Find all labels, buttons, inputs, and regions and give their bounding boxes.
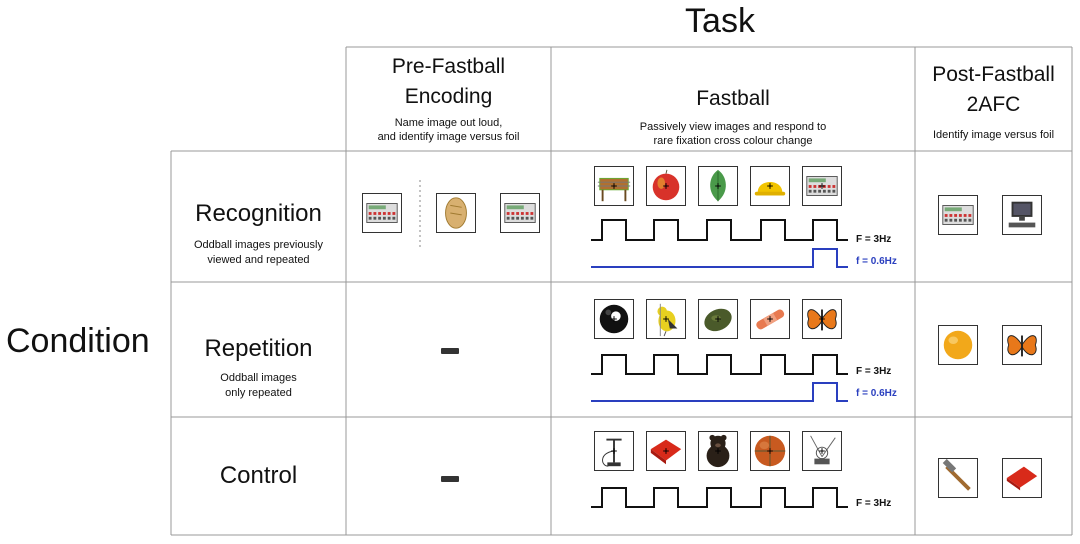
calculator-icon [500,193,540,233]
repetition-title: Repetition [204,335,313,362]
billiard-ball-icon [594,299,634,339]
melon-icon [938,325,978,365]
pre-fastball-desc-line1: Name image out loud, [394,117,503,129]
empty-cell-dash [441,348,459,354]
oddball-square-wave [591,248,848,268]
red-folder-icon [1002,458,1042,498]
fastball-desc-line2: rare fixation cross colour change [653,135,813,147]
task-title: Task [685,2,755,40]
base-square-wave [591,487,848,508]
column-post-fastball: Post-Fastball 2AFC Identify image versus… [915,60,1072,142]
row-repetition: Repetition Oddball images only repeated [171,335,346,401]
recognition-desc-line2: viewed and repeated [207,254,310,266]
column-pre-fastball: Pre-Fastball Encoding Name image out lou… [346,52,551,144]
avocado-icon [698,299,738,339]
calculator-icon [802,166,842,206]
column-fastball: Fastball Passively view images and respo… [551,84,915,148]
leaf-icon [698,166,738,206]
bicycle-pump-icon [594,431,634,471]
antenna-icon [802,431,842,471]
computer-icon [1002,195,1042,235]
pre-fastball-title-line2: Encoding [404,85,493,108]
butterfly-icon [1002,325,1042,365]
hard-hat-icon [750,166,790,206]
pre-fastball-desc-line2: and identify image versus foil [377,131,520,143]
base-frequency-label: F = 3Hz [856,498,892,509]
row-recognition: Recognition Oddball images previously vi… [171,200,346,268]
condition-title: Condition [6,322,150,360]
apple-icon [646,166,686,206]
basketball-icon [750,431,790,471]
oddball-frequency-label: f = 0.6Hz [856,256,897,267]
red-box-icon [646,431,686,471]
post-fastball-title-line1: Post-Fastball [932,63,1055,86]
base-square-wave [591,354,848,375]
recognition-desc-line1: Oddball images previously [193,239,323,251]
fastball-desc-line1: Passively view images and respond to [639,121,827,133]
calculator-icon [938,195,978,235]
bandage-icon [750,299,790,339]
hammer-icon [938,458,978,498]
empty-cell-dash [441,476,459,482]
oddball-frequency-label: f = 0.6Hz [856,388,897,399]
base-frequency-label: F = 3Hz [856,366,892,377]
repetition-desc-line2: only repeated [225,387,292,399]
pre-fastball-title-line1: Pre-Fastball [391,55,506,78]
base-square-wave [591,219,848,241]
foosball-table-icon [594,166,634,206]
post-fastball-title-line2: 2AFC [966,93,1021,116]
oddball-square-wave [591,382,848,402]
bird-icon [646,299,686,339]
base-frequency-label: F = 3Hz [856,234,892,245]
bear-icon [698,431,738,471]
row-control: Control [171,462,346,490]
fastball-title: Fastball [696,87,770,110]
recognition-title: Recognition [195,200,322,227]
control-title: Control [219,462,298,489]
bread-icon [436,193,476,233]
post-fastball-desc: Identify image versus foil [932,129,1055,141]
repetition-desc-line1: Oddball images [220,372,297,384]
calculator-icon [362,193,402,233]
butterfly-icon [802,299,842,339]
